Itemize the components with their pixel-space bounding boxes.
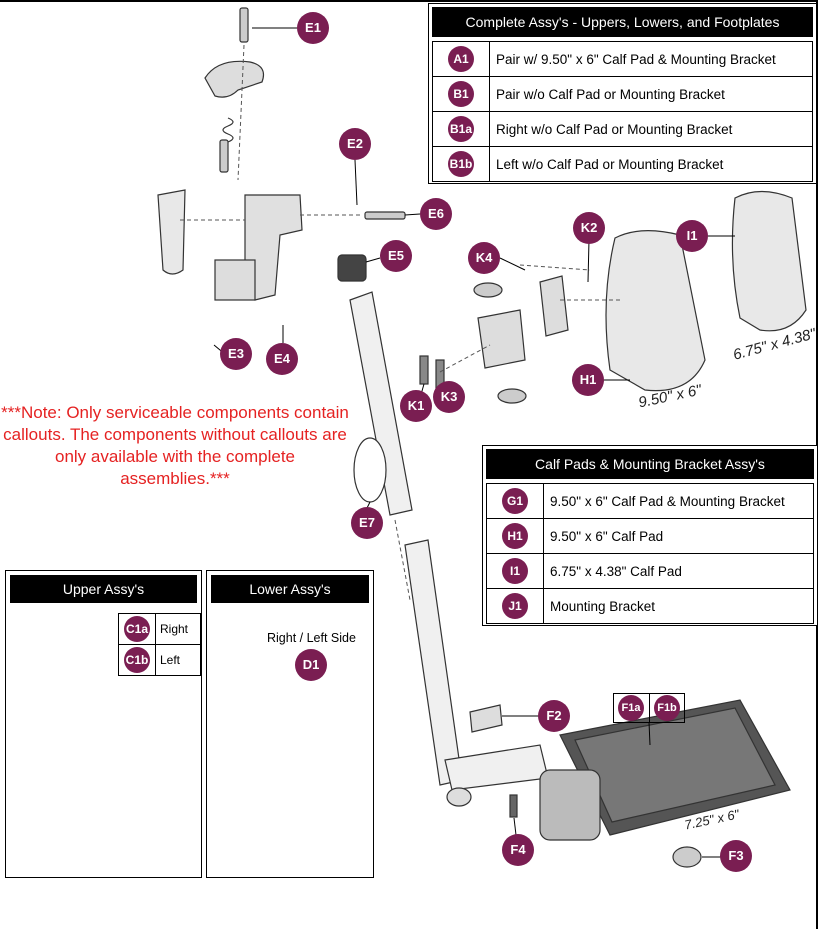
row-text: 9.50" x 6" Calf Pad & Mounting Bracket [543,483,814,519]
leader-k2 [587,239,590,283]
table-row: I1 6.75" x 4.38" Calf Pad [486,553,814,589]
row-text: Left w/o Calf Pad or Mounting Bracket [489,146,813,182]
badge-f1b: F1b [654,695,680,721]
lower-side-label: Right / Left Side [267,631,356,645]
upper-assy-title: Upper Assy's [10,575,197,603]
badge-c1b: C1b [124,647,150,673]
table-row: B1a Right w/o Calf Pad or Mounting Brack… [432,111,813,147]
guide-7 [439,344,491,373]
f1-divider [649,694,650,722]
bolt-k1 [419,355,429,385]
table-row: G1 9.50" x 6" Calf Pad & Mounting Bracke… [486,483,814,519]
callout-e2: E2 [339,128,371,160]
badge-c1a: C1a [124,616,150,642]
guide-5 [519,264,591,271]
table-row: J1 Mounting Bracket [486,588,814,624]
calf-pads-title: Calf Pads & Mounting Bracket Assy's [486,449,814,479]
table-row: B1 Pair w/o Calf Pad or Mounting Bracket [432,76,813,112]
calf-pads-panel: Calf Pads & Mounting Bracket Assy's G1 9… [482,445,818,626]
callout-e6: E6 [420,198,452,230]
lower-assy-title: Lower Assy's [211,575,369,603]
leader-f1 [648,721,651,746]
badge-i1: I1 [502,558,528,584]
frame-top [0,0,818,2]
upper-assy-panel: Upper Assy's C1a Right C1b Left [5,570,202,878]
row-text: Right [155,613,201,645]
callout-e4: E4 [266,343,298,375]
leader-e2 [354,159,358,206]
e7-screws-oval [353,437,387,503]
leader-e5 [365,257,381,263]
callout-e3: E3 [220,338,252,370]
footplate-pivot [539,769,601,841]
table-row: H1 9.50" x 6" Calf Pad [486,518,814,554]
callout-k2: K2 [573,212,605,244]
callout-f3: F3 [720,840,752,872]
callout-f2: F2 [538,700,570,732]
callout-h1: H1 [572,364,604,396]
calf-pad-h1 [605,230,706,392]
callout-e5: E5 [380,240,412,272]
foot-tube [444,744,549,791]
tube-endcap [446,787,472,807]
serviceable-note: ***Note: Only serviceable components con… [1,403,349,488]
callout-f4: F4 [502,834,534,866]
row-text: Pair w/ 9.50" x 6" Calf Pad & Mounting B… [489,41,813,77]
main-tube-lower [404,539,463,786]
complete-assy-table: A1 Pair w/ 9.50" x 6" Calf Pad & Mountin… [432,41,813,182]
f1-box: F1a F1b [613,693,685,723]
screw-e1 [239,7,249,43]
spring [222,117,234,143]
leader-e6 [404,213,421,216]
collar-e5 [337,254,367,282]
lower-assy-panel: Lower Assy's Right / Left Side D1 [206,570,374,878]
complete-assy-title: Complete Assy's - Uppers, Lowers, and Fo… [432,7,813,37]
row-text: Pair w/o Calf Pad or Mounting Bracket [489,76,813,112]
mount-washer-bottom [497,388,527,404]
badge-g1: G1 [502,488,528,514]
cap-f3 [672,846,702,868]
callout-k4: K4 [468,242,500,274]
leader-k4 [499,257,526,271]
callout-i1: I1 [676,220,708,252]
callout-d1: D1 [295,649,327,681]
badge-j1: J1 [502,593,528,619]
table-row: A1 Pair w/ 9.50" x 6" Calf Pad & Mountin… [432,41,813,77]
calf-pad-i1 [731,190,807,332]
row-text: Mounting Bracket [543,588,814,624]
badge-f1a: F1a [618,695,644,721]
badge-a1: A1 [448,46,474,72]
callout-e7: E7 [351,507,383,539]
table-row: B1b Left w/o Calf Pad or Mounting Bracke… [432,146,813,182]
table-row: C1b Left [118,644,201,676]
clamp-knob [204,60,265,98]
leader-f4 [513,817,517,836]
upper-post [157,189,186,275]
mount-block [477,309,526,369]
screw-e6 [364,211,406,220]
upper-assy-table: C1a Right C1b Left [118,613,201,676]
row-text: 6.75" x 4.38" Calf Pad [543,553,814,589]
screw-f4 [509,794,518,818]
clip-f2 [469,704,503,733]
callout-k1: K1 [400,390,432,422]
screw-upper [219,139,229,173]
callout-k3: K3 [433,381,465,413]
badge-h1: H1 [502,523,528,549]
badge-b1: B1 [448,81,474,107]
bracket-block [214,259,256,301]
complete-assy-panel: Complete Assy's - Uppers, Lowers, and Fo… [428,3,817,184]
row-text: 9.50" x 6" Calf Pad [543,518,814,554]
callout-e1: E1 [297,12,329,44]
table-row: C1a Right [118,613,201,645]
row-text: Left [155,644,201,676]
calf-pads-table: G1 9.50" x 6" Calf Pad & Mounting Bracke… [486,483,814,624]
row-text: Right w/o Calf Pad or Mounting Bracket [489,111,813,147]
mount-plate [539,275,569,337]
mount-washer-top [473,282,503,298]
badge-b1a: B1a [448,116,474,142]
guide-1 [237,44,245,181]
badge-b1b: B1b [448,151,474,177]
